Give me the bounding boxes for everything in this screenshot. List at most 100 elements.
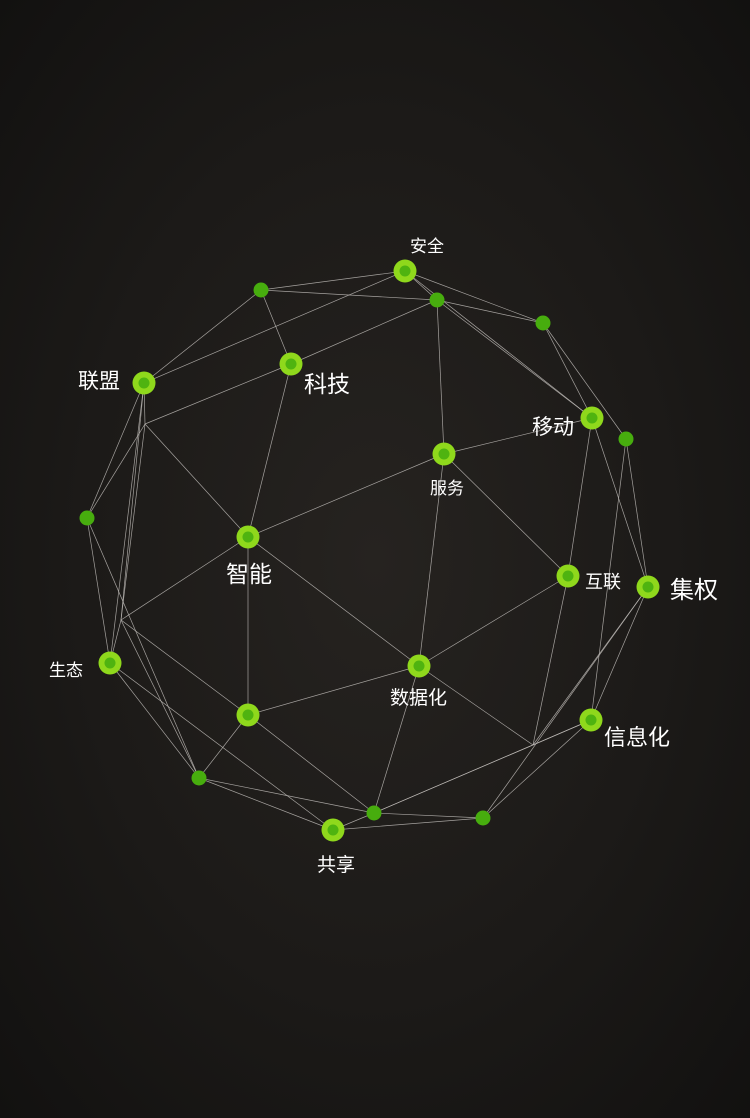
edge-fuwu-zhineng [247,453,445,538]
edge-anquan-yidong [404,270,593,419]
node-n_low [236,703,260,727]
node-dot [429,292,445,308]
edge-n_top2-yidong [436,299,593,419]
edge-shujuhua-j3 [418,665,534,746]
edge-layer [86,270,649,831]
edge-keji-zhineng [247,363,292,538]
node-lianmeng [132,371,156,395]
edge-j1-j2 [120,423,146,621]
edge-n_bl-n_b1 [198,777,375,814]
label-shengtai: 生态 [49,661,83,681]
edge-n_left-n_bl [86,517,200,779]
node-fuwu [432,442,456,466]
node-n_top1 [253,282,269,298]
node-dot [535,315,551,331]
node-n_topr [535,315,551,331]
node-n_b1 [366,805,382,821]
node-hulian [556,564,580,588]
node-zhineng [236,525,260,549]
node-xinxihua [579,708,603,732]
edge-j1-zhineng [144,423,249,538]
node-dot [366,805,382,821]
edge-shujuhua-n_b1 [373,665,420,814]
label-xinxihua: 信息化 [604,726,670,751]
node-gongxiang [321,818,345,842]
edge-hulian-j3 [532,575,569,746]
node-dot [253,282,269,298]
edge-shujuhua-n_low [247,665,420,716]
edge-fuwu-shujuhua [418,453,445,667]
label-anquan: 安全 [410,237,444,257]
edge-yidong-fuwu [443,417,593,455]
edge-j3-n_b1 [373,744,534,814]
edge-n_low-n_b1 [247,714,375,814]
node-n_br [475,810,491,826]
edge-n_top2-n_topr [436,299,544,324]
edge-xinxihua-n_br [482,719,592,819]
node-dot [475,810,491,826]
node-core [327,824,339,836]
node-shengtai [98,651,122,675]
node-anquan [393,259,417,283]
edge-lianmeng-shengtai [109,382,145,664]
label-jiquan: 集权 [670,576,718,604]
edge-keji-j1 [144,363,292,425]
edge-gongxiang-n_br [332,817,484,831]
node-core [585,714,597,726]
edge-fuwu-hulian [443,453,569,577]
label-gongxiang: 共享 [317,854,355,876]
node-jiquan [636,575,660,599]
edge-j1-n_left [86,423,146,519]
node-core [399,265,411,277]
node-core [138,377,150,389]
node-dot [79,510,95,526]
edge-jiquan-n_br [482,586,649,819]
node-yidong [580,406,604,430]
node-layer [79,259,660,842]
node-core [242,709,254,721]
node-n_left [79,510,95,526]
edge-n_top2-fuwu [436,299,445,455]
node-core [242,531,254,543]
node-n_bl [191,770,207,786]
node-dot [191,770,207,786]
node-core [413,660,425,672]
edge-j2-n_low [120,619,249,716]
node-n_right [618,431,634,447]
node-keji [279,352,303,376]
edge-shengtai-n_bl [109,662,200,779]
edge-n_left-shengtai [86,517,111,664]
label-layer: 安全 科技 联盟 移动 服务 智能 互联 集权 生态 数据化 信息化 共享 [49,237,718,876]
edge-yidong-hulian [567,417,593,577]
node-core [438,448,450,460]
node-dot [618,431,634,447]
label-keji: 科技 [304,372,350,398]
edge-lianmeng-n_left [86,382,145,519]
edge-shengtai-gongxiang [109,662,334,831]
label-fuwu: 服务 [430,479,464,499]
node-n_top2 [429,292,445,308]
edge-zhineng-j2 [120,536,249,621]
node-core [562,570,574,582]
edge-n_right-jiquan [625,438,649,588]
edge-yidong-jiquan [591,417,649,588]
edge-zhineng-shujuhua [247,536,420,667]
label-zhineng: 智能 [226,562,272,588]
edge-jiquan-xinxihua [590,586,649,721]
edge-hulian-shujuhua [418,575,569,667]
label-lianmeng: 联盟 [78,369,120,393]
edge-n_top1-lianmeng [143,289,262,384]
edge-n_low-n_bl [198,714,249,779]
edge-n_right-xinxihua [590,438,627,721]
edge-n_topr-yidong [542,322,593,419]
edge-anquan-lianmeng [143,270,406,384]
node-core [642,581,654,593]
edge-n_top1-anquan [260,270,406,291]
edge-n_b1-n_br [373,812,484,819]
edge-j2-n_bl [120,619,200,779]
node-core [285,358,297,370]
edge-lianmeng-j2 [120,382,145,621]
edge-n_top2-keji [290,299,438,365]
edge-anquan-n_topr [404,270,544,324]
